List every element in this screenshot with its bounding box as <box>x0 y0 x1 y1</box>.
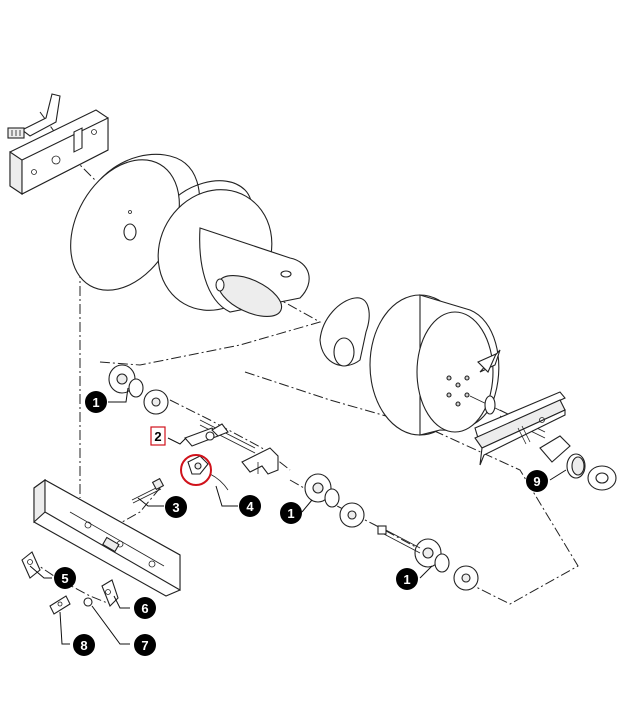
callout-4[interactable]: 4 <box>239 495 261 517</box>
svg-text:3: 3 <box>172 500 179 515</box>
bearing-set-lower <box>414 538 479 591</box>
callout-1-upper[interactable]: 1 <box>85 391 107 413</box>
linkage-assembly <box>184 419 279 491</box>
small-parts <box>21 551 119 615</box>
highlight-circle <box>180 454 212 486</box>
center-shaft <box>377 525 421 554</box>
shaft-right-bracket <box>474 391 571 466</box>
callout-9[interactable]: 9 <box>526 470 548 492</box>
callout-8[interactable]: 8 <box>73 634 95 656</box>
callout-2[interactable]: 2 <box>150 426 166 446</box>
bearing-set-upper <box>108 364 169 415</box>
svg-text:4: 4 <box>246 499 254 514</box>
svg-text:1: 1 <box>287 506 294 521</box>
callout-1-center[interactable]: 1 <box>280 502 302 524</box>
svg-text:9: 9 <box>533 474 540 489</box>
callout-6[interactable]: 6 <box>134 597 156 619</box>
svg-text:6: 6 <box>141 601 148 616</box>
hub-part-9 <box>566 453 617 491</box>
svg-text:8: 8 <box>80 638 87 653</box>
leader-lines <box>29 387 567 645</box>
callout-3[interactable]: 3 <box>165 496 187 518</box>
drum-lower-right <box>319 294 521 436</box>
svg-text:5: 5 <box>61 571 68 586</box>
pin-part-3 <box>131 477 165 504</box>
svg-text:2: 2 <box>154 429 161 444</box>
svg-text:7: 7 <box>141 638 148 653</box>
drum-upper <box>70 153 310 317</box>
svg-text:1: 1 <box>92 395 99 410</box>
callout-5[interactable]: 5 <box>54 567 76 589</box>
callout-1-lower[interactable]: 1 <box>396 568 418 590</box>
lower-bracket <box>33 478 181 597</box>
svg-text:1: 1 <box>403 572 410 587</box>
bearing-set-center <box>304 473 365 528</box>
callout-7[interactable]: 7 <box>134 634 156 656</box>
mounting-plate <box>7 93 109 196</box>
